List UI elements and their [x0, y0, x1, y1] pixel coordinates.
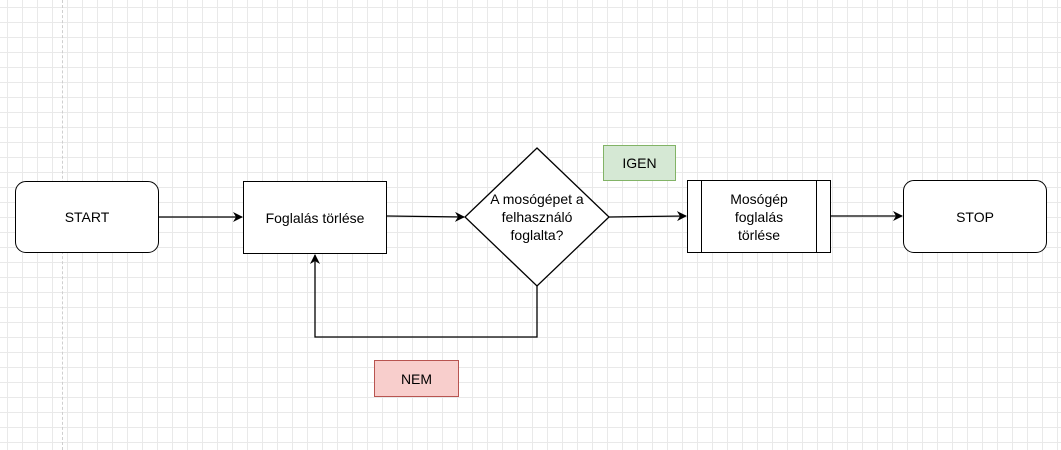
- delete-washer-booking-label: Mosógép foglalás törlése: [730, 190, 788, 243]
- no-label: NEM: [374, 360, 459, 397]
- stop-node[interactable]: STOP: [903, 180, 1047, 253]
- start-label: START: [64, 209, 110, 225]
- edge-decision-no-loop[interactable]: [310, 254, 538, 338]
- delete-booking-label: Foglalás törlése: [265, 209, 365, 226]
- decision-label: A mosógépet a felhasználó foglalta?: [490, 191, 584, 243]
- start-node[interactable]: START: [15, 181, 159, 253]
- edge-delete-to-decision[interactable]: [386, 211, 465, 222]
- yes-label: IGEN: [603, 145, 676, 181]
- decision-diamond[interactable]: [464, 147, 610, 287]
- delete-washer-booking-node[interactable]: Mosógép foglalás törlése: [687, 180, 831, 253]
- stop-label: STOP: [956, 208, 994, 225]
- edge-decision-yes[interactable]: [608, 211, 687, 222]
- delete-booking-node[interactable]: Foglalás törlése: [243, 181, 387, 254]
